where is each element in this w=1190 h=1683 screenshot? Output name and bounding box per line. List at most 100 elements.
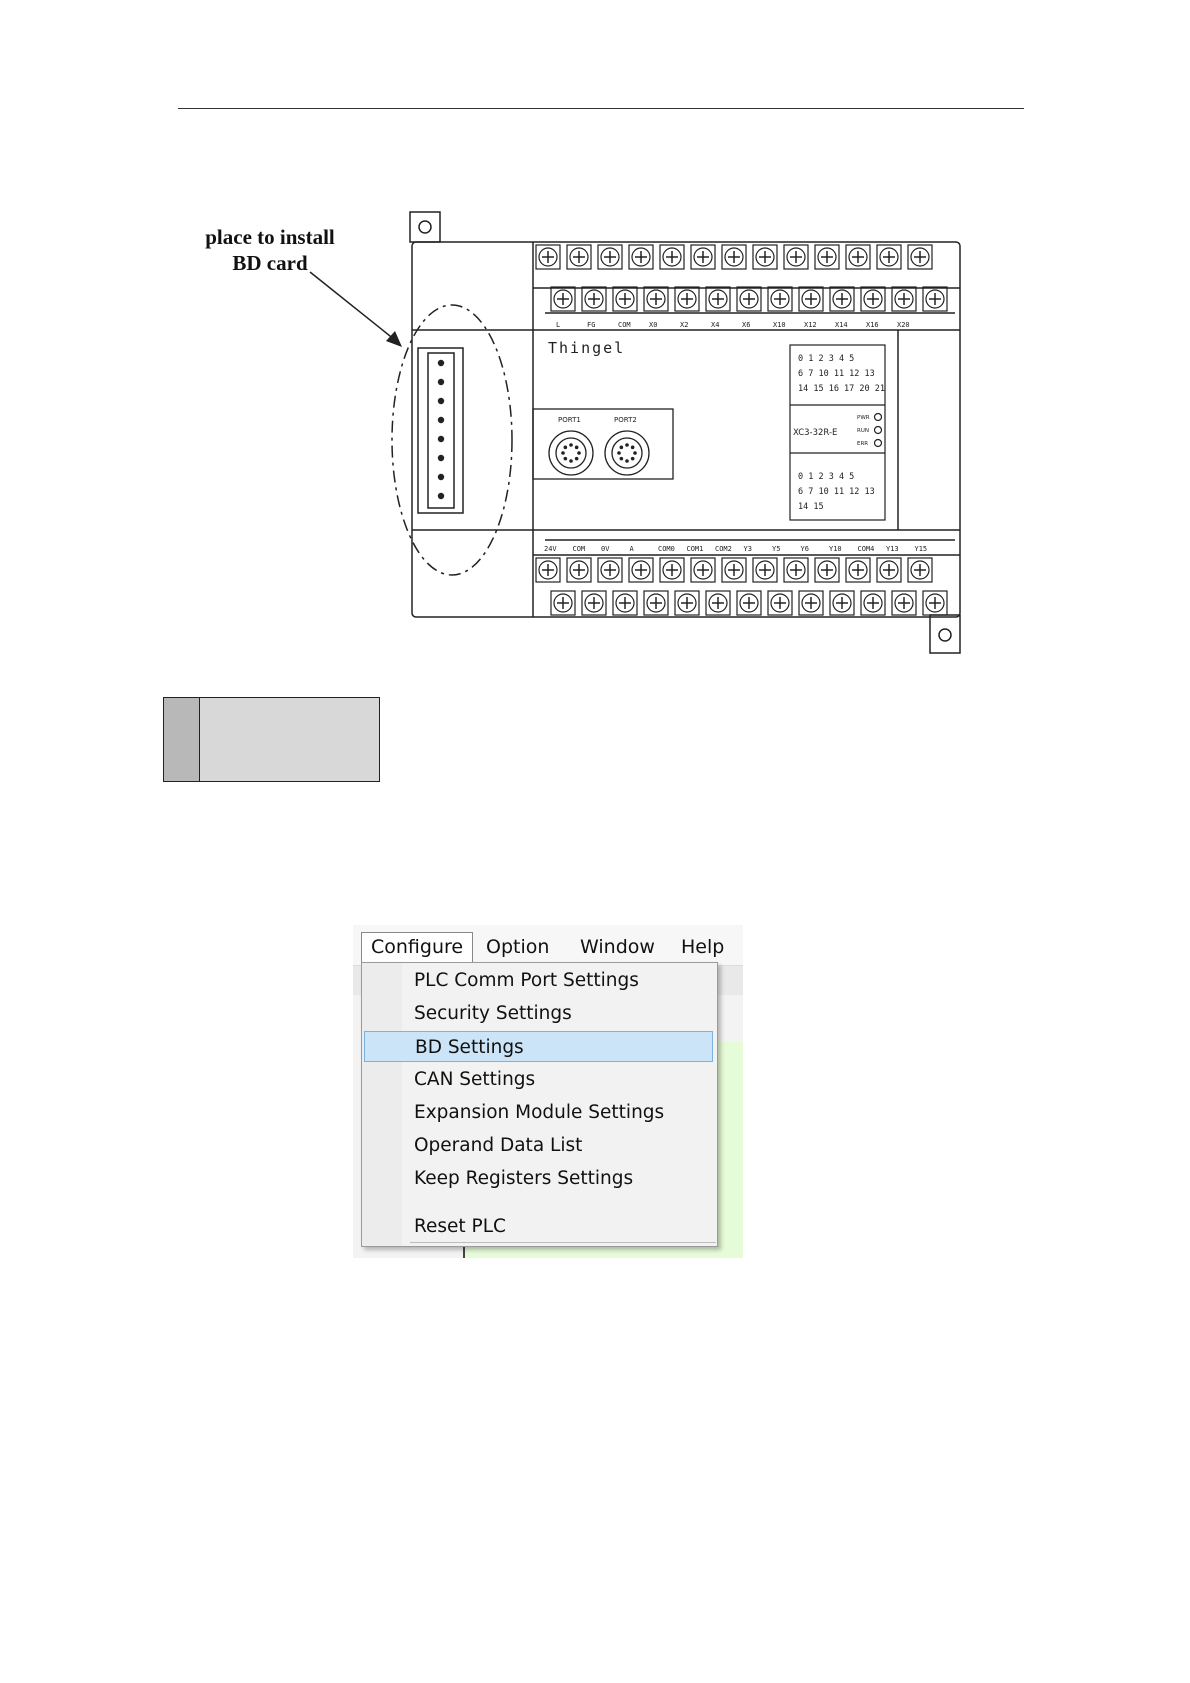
screw-icon [677,289,697,309]
menu-window[interactable]: Window [580,936,655,958]
menu-item-can-settings[interactable]: CAN Settings [414,1069,536,1090]
screw-terminal [798,590,824,616]
menu-configure[interactable]: Configure [361,932,474,963]
screw-terminal [550,590,576,616]
terminal-label: Y5 [772,545,780,553]
screw-icon [786,560,806,580]
screw-terminal [752,244,778,270]
screw-icon [770,593,790,613]
screw-icon [755,247,775,267]
led-row-bot-1: 0 1 2 3 4 5 [798,472,854,482]
screw-terminal [814,557,840,583]
screw-terminal [767,590,793,616]
menu-item-keep-registers-settings[interactable]: Keep Registers Settings [414,1168,634,1189]
menu-help[interactable]: Help [681,936,725,958]
screw-icon [693,247,713,267]
screw-icon [925,593,945,613]
screw-terminal [643,286,669,312]
screw-icon [894,289,914,309]
bd-pin-icon [437,359,445,367]
bd-pin-icon [437,416,445,424]
screw-terminal [891,590,917,616]
screw-terminal [535,244,561,270]
led-row-top-1: 0 1 2 3 4 5 [798,354,854,364]
screw-icon [631,247,651,267]
bd-area-highlight [391,304,513,576]
menu-item-bd-settings[interactable]: BD Settings [364,1031,713,1062]
menu-option[interactable]: Option [486,936,550,958]
screw-icon [879,560,899,580]
port2-label: PORT2 [614,416,637,424]
menu-separator [410,1242,716,1243]
screw-terminal [736,590,762,616]
screw-terminal [829,590,855,616]
screw-icon [662,247,682,267]
screw-terminal [907,557,933,583]
terminal-label: X0 [649,321,657,329]
screw-icon [817,560,837,580]
screw-terminal [566,557,592,583]
screw-icon [770,289,790,309]
screw-terminal [767,286,793,312]
terminal-label: Y3 [744,545,752,553]
bd-pin-icon [437,397,445,405]
pwr-led-icon [873,412,883,422]
menu-item-reset-plc[interactable]: Reset PLC [414,1216,506,1237]
screw-icon [646,593,666,613]
port-pin-icon [625,459,629,463]
screw-icon [863,289,883,309]
terminal-label: COM [618,321,631,329]
terminal-label: X6 [742,321,750,329]
bd-pin-icon [437,492,445,500]
terminal-label: A [630,545,635,553]
led-row-bot-2: 6 7 10 11 12 13 [798,487,875,497]
port-pin-icon [563,445,568,450]
menu-item-security-settings[interactable]: Security Settings [414,1003,572,1024]
screw-terminal [690,557,716,583]
note-box-bar [164,698,200,781]
model-label: XC3-32R-E [793,428,837,438]
screw-icon [569,247,589,267]
screw-terminal [798,286,824,312]
bd-pin-icon [437,378,445,386]
screw-terminal [659,244,685,270]
mount-hole-bottom-icon [938,628,952,642]
screw-icon [538,247,558,267]
screw-terminal [705,590,731,616]
screw-icon [910,247,930,267]
terminal-label: COM4 [858,545,875,553]
terminal-label: COM2 [715,545,732,553]
terminal-label: COM1 [687,545,704,553]
callout-line-1: place to install [205,225,335,249]
terminal-label: Y15 [915,545,928,553]
screw-icon [832,593,852,613]
screw-terminal [597,557,623,583]
terminal-label: Y10 [829,545,842,553]
port-pin-icon [617,451,621,455]
port-pin-icon [633,451,637,455]
port-pin-icon [630,445,635,450]
screw-terminal [845,557,871,583]
screw-terminal [566,244,592,270]
screw-terminal [628,557,654,583]
bd-card-callout: place to install BD card [190,224,350,276]
port-pin-icon [563,456,568,461]
screw-icon [600,560,620,580]
screw-terminal [612,590,638,616]
led-row-bot-3: 14 15 [798,502,824,512]
screw-icon [708,289,728,309]
menu-item-operand-data-list[interactable]: Operand Data List [414,1135,583,1156]
menu-item-plc-comm-port-settings[interactable]: PLC Comm Port Settings [414,970,639,991]
port-pin-icon [619,456,624,461]
screw-terminal [550,286,576,312]
screw-icon [708,593,728,613]
plc-body [411,241,961,618]
note-box [163,697,380,782]
mount-tab-top [409,211,441,243]
port-pin-icon [569,459,573,463]
screw-terminal [690,244,716,270]
menu-item-expansion-module-settings[interactable]: Expansion Module Settings [414,1102,665,1123]
terminal-label: X2 [680,321,688,329]
terminal-label: X16 [866,321,879,329]
screw-terminal [891,286,917,312]
